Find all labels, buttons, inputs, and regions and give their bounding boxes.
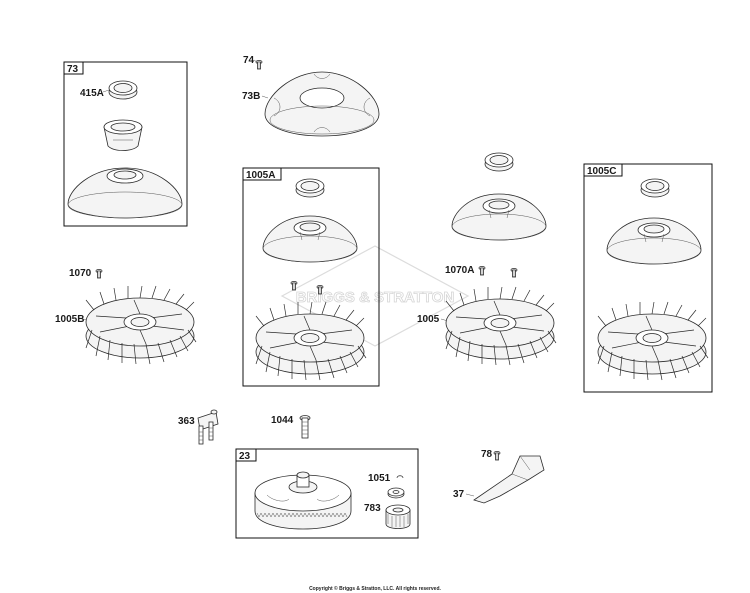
- callout-1005c: 1005C: [587, 166, 616, 177]
- part-1051-washer: [387, 487, 405, 499]
- callout-1070: 1070: [69, 268, 92, 279]
- callout-37: 37: [453, 489, 465, 500]
- callout-73: 73: [67, 64, 79, 75]
- callout-415a: 415A: [80, 88, 104, 99]
- part-23-flywheel: [254, 471, 352, 530]
- callout-1005b: 1005B: [55, 314, 84, 325]
- callout-1051: 1051: [368, 473, 391, 484]
- part-74-screw: [255, 60, 263, 70]
- kit-tag-23: [235, 448, 257, 462]
- part-78-screw: [493, 450, 501, 461]
- part-1070a-screw-1: [478, 265, 486, 276]
- kit-tag-1005c: [583, 163, 623, 177]
- part-1005-cap: [484, 152, 514, 172]
- kit-box-1005a: [242, 167, 380, 387]
- kit-tag-1005a: [242, 167, 282, 181]
- part-1005a-cover: [262, 215, 358, 263]
- kit-tag-73: [63, 61, 84, 75]
- kit-box-73: [63, 61, 188, 227]
- part-1051-key: [396, 475, 404, 479]
- callout-1005a: 1005A: [246, 170, 275, 181]
- copyright-notice: Copyright © Briggs & Stratton, LLC. All …: [309, 585, 441, 592]
- callout-1070a: 1070A: [445, 265, 474, 276]
- callout-1005: 1005: [417, 314, 440, 325]
- part-1044-bolt: [299, 415, 311, 439]
- part-1005a-cap: [295, 178, 325, 198]
- part-73-cover: [67, 167, 183, 219]
- part-73b-cover: [264, 71, 380, 137]
- part-1005c-fan: [597, 301, 709, 381]
- callout-73b: 73B: [242, 91, 260, 102]
- part-1005c-cap: [640, 178, 670, 198]
- callout-1044: 1044: [271, 415, 294, 426]
- part-783-gear: [385, 504, 411, 529]
- part-363-bracket: [197, 409, 219, 445]
- part-1005b-fan: [85, 285, 197, 365]
- callout-74: 74: [243, 55, 255, 66]
- watermark-text: BRIGGS & STRATTON: [296, 289, 455, 306]
- kit-box-1005c: [583, 163, 713, 393]
- callout-783: 783: [364, 503, 381, 514]
- callout-78: 78: [481, 449, 493, 460]
- callout-363: 363: [178, 416, 195, 427]
- callout-23: 23: [239, 451, 251, 462]
- part-1070a-screw-2: [510, 267, 518, 278]
- kit-box-23: [235, 448, 419, 539]
- part-73-insert: [103, 119, 143, 151]
- part-415a-cup: [108, 80, 138, 100]
- part-1005-cover: [451, 193, 547, 241]
- part-37-air-guide: [473, 455, 545, 504]
- part-1005c-cover: [606, 217, 702, 265]
- part-1070-screw: [95, 268, 103, 279]
- part-1005a-fan: [255, 301, 367, 381]
